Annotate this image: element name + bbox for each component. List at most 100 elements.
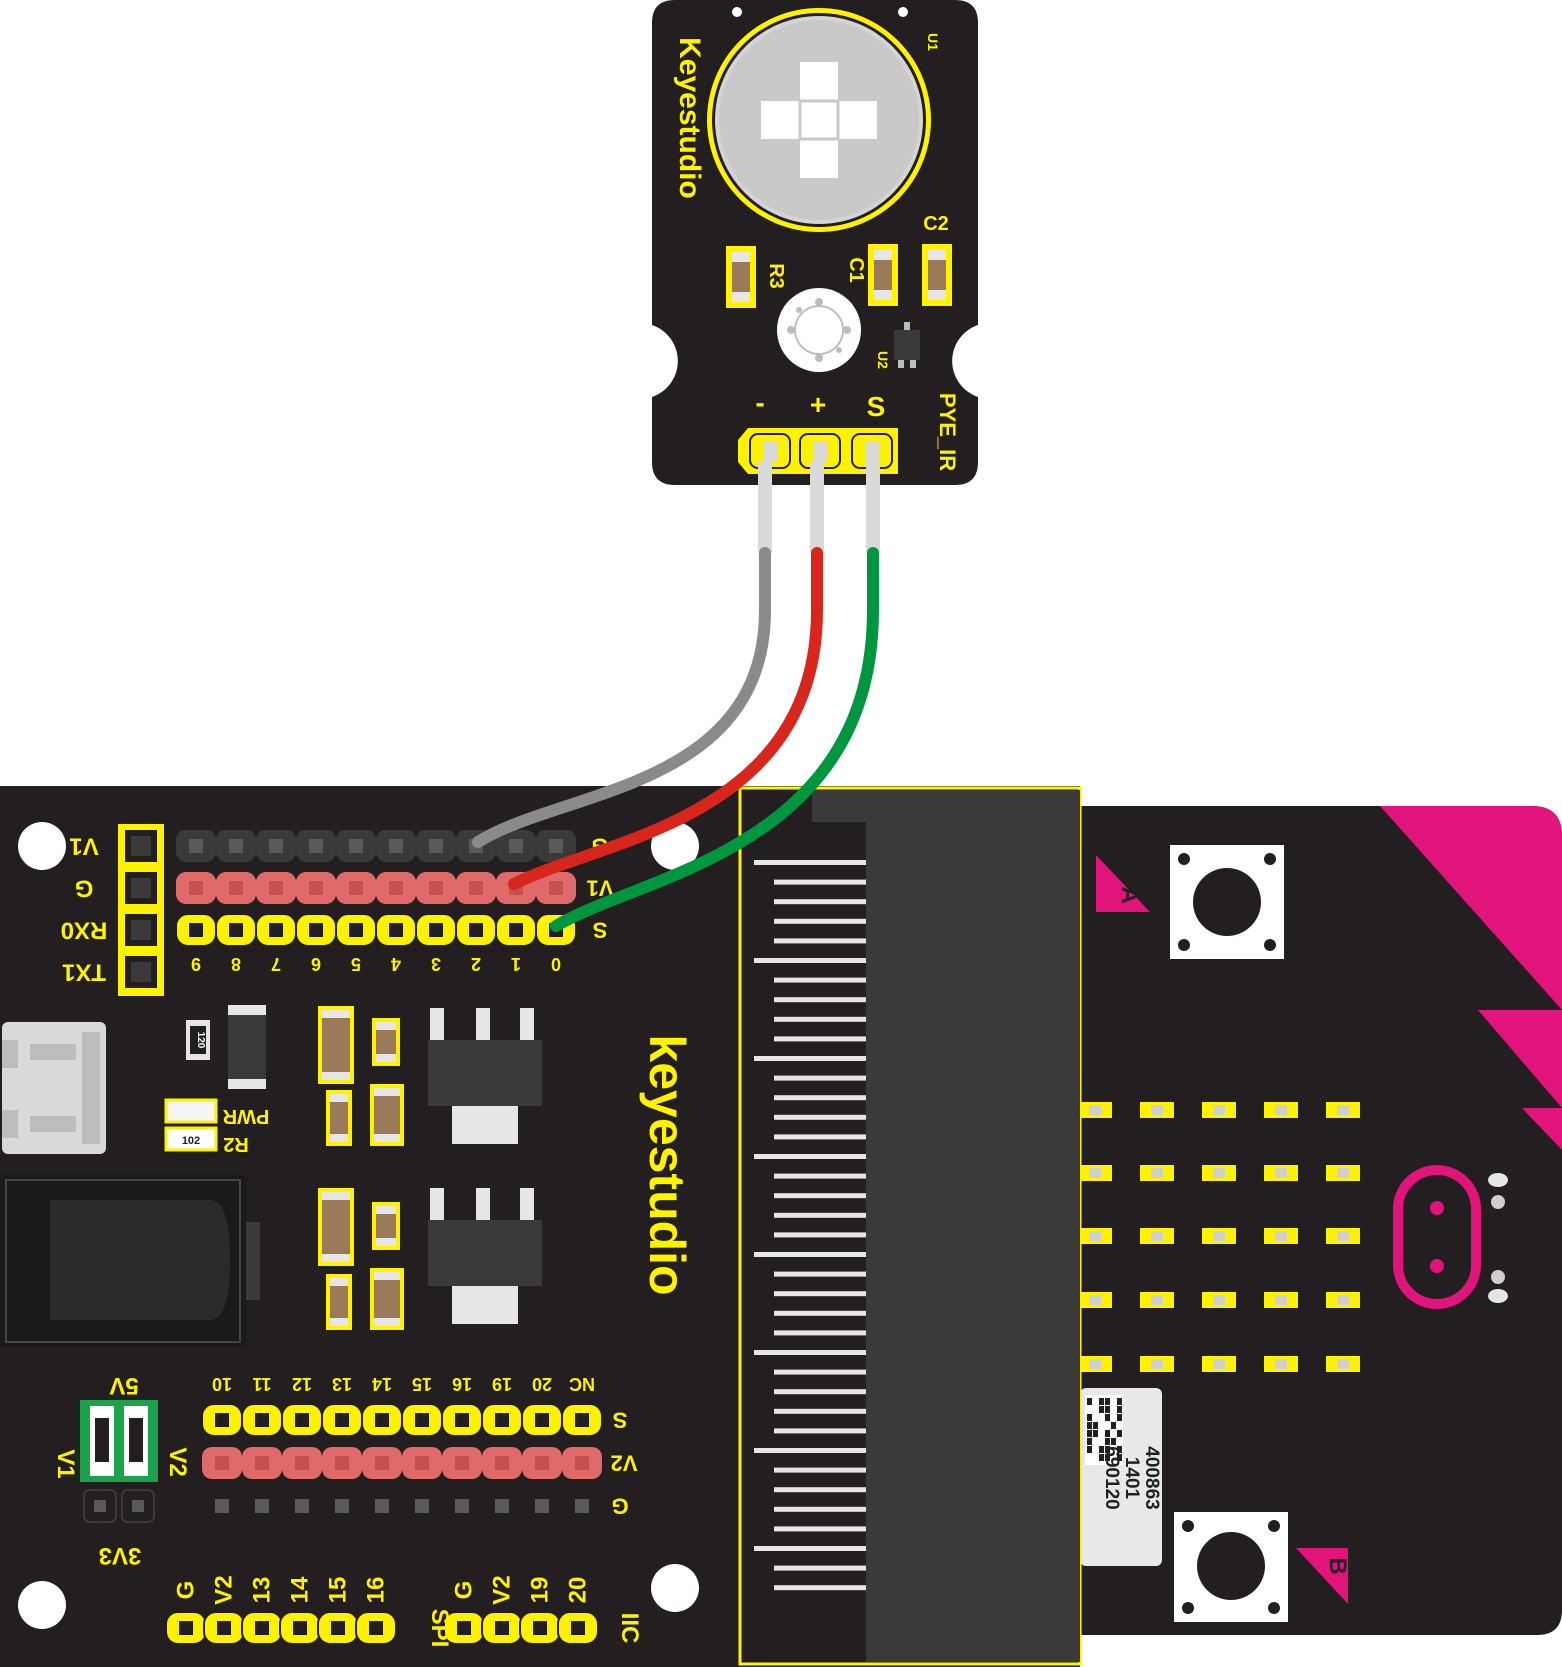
led-1-3 [1202,1102,1236,1118]
top-signal-row [175,913,577,947]
qr-cell [1087,1438,1092,1445]
header-pin [536,872,576,904]
edge-finger [774,1095,866,1101]
uart-label-v1: V1 [69,833,98,860]
header-pin [321,1403,363,1437]
qr-cell [1087,1422,1092,1429]
header-pin [362,1490,402,1522]
edge-finger [774,1330,866,1336]
smd-capacitor [370,1268,404,1330]
edge-finger [774,1291,866,1297]
voltage-regulator-1 [428,1008,542,1144]
r2-code: 102 [182,1135,200,1147]
header-pin [282,1490,322,1522]
wire-vcc-pin [810,461,824,553]
top-row-label-s: S [593,918,608,943]
top-pin-number-8: 8 [231,954,241,974]
header-pin [522,1447,562,1479]
edge-finger [774,1408,866,1414]
header-pin [562,1447,602,1479]
button-b[interactable] [1174,1512,1288,1622]
header-pin [416,872,456,904]
led-4-5 [1326,1292,1360,1308]
led-1-5 [1326,1102,1360,1118]
iic-pins [443,1611,599,1645]
header-pin [401,1403,443,1437]
microbit-body [1080,806,1562,1635]
header-pin [317,1611,359,1645]
r3-resistor [726,246,756,308]
qr-cell [1111,1438,1116,1445]
edge-finger [774,938,866,944]
header-pin [441,1403,483,1437]
header-pin [242,1447,282,1479]
header-pin [495,913,537,947]
header-pin [255,913,297,947]
edge-finger [774,977,866,983]
led-4-1 [1078,1292,1112,1308]
mount-hole-3 [18,1581,66,1629]
microbit-contact-3 [1491,1195,1505,1209]
pir-lens-icon [707,8,931,232]
header-pin [241,1611,283,1645]
top-pin-number-7: 7 [271,954,281,974]
led-5-4 [1264,1356,1298,1372]
qr-cell [1099,1398,1104,1405]
button-a[interactable] [1170,845,1284,959]
edge-finger [774,1310,866,1316]
header-pin [536,830,576,862]
edge-finger [774,1369,866,1375]
jumper-3v3-label: 3V3 [99,1542,142,1569]
edge-finger [774,1193,866,1199]
edge-finger [754,1350,866,1355]
iic-label: IIC [616,1613,643,1644]
qr-code [1087,1398,1122,1461]
smd-capacitor [370,1084,404,1146]
uart-pin [125,914,157,946]
edge-finger [774,1173,866,1179]
header-pin [561,1403,603,1437]
led-3-1 [1078,1228,1112,1244]
touch-logo-dot-bottom [1430,1259,1444,1273]
iic-label-19: 19 [527,1577,554,1604]
smd-capacitor [318,1188,354,1266]
header-pin [375,913,417,947]
led-2-2 [1140,1165,1174,1181]
led-4-3 [1202,1292,1236,1308]
header-pin [562,1490,602,1522]
header-pin [455,913,497,947]
header-pin [557,1611,599,1645]
wire-gnd-pin [758,461,772,553]
pwr-led [164,1098,218,1124]
uart-label-g: G [75,875,94,902]
header-pin [241,1403,283,1437]
sensor-pin-header [738,428,898,474]
uart-label-tx1: TX1 [62,959,106,986]
wire-sig-pin [866,461,880,553]
header-pin [496,830,536,862]
shield-brand: keyestudio [639,1034,695,1295]
qr-cell [1105,1406,1110,1413]
power-jumper[interactable] [80,1400,158,1482]
header-pin [242,1490,282,1522]
bottom-pin-number-nc: NC [569,1374,595,1394]
sensor-dot-2 [898,7,908,17]
led-2-1 [1078,1165,1112,1181]
header-pin [279,1611,321,1645]
header-pin [322,1490,362,1522]
bottom-v2-row [202,1447,602,1479]
header-pin [402,1490,442,1522]
top-pin-number-6: 6 [311,954,321,974]
jumper-v1-label: V1 [52,1449,79,1478]
qr-cell [1105,1454,1110,1461]
microbit-magenta-stripe-2 [1478,1010,1562,1108]
u2-label: U2 [875,351,891,369]
edge-finger [754,958,866,963]
jumper-3v3-pin [121,1489,155,1523]
mount-hole-1 [18,822,66,870]
r2-resistor [164,1126,218,1152]
qr-cell [1105,1438,1110,1445]
